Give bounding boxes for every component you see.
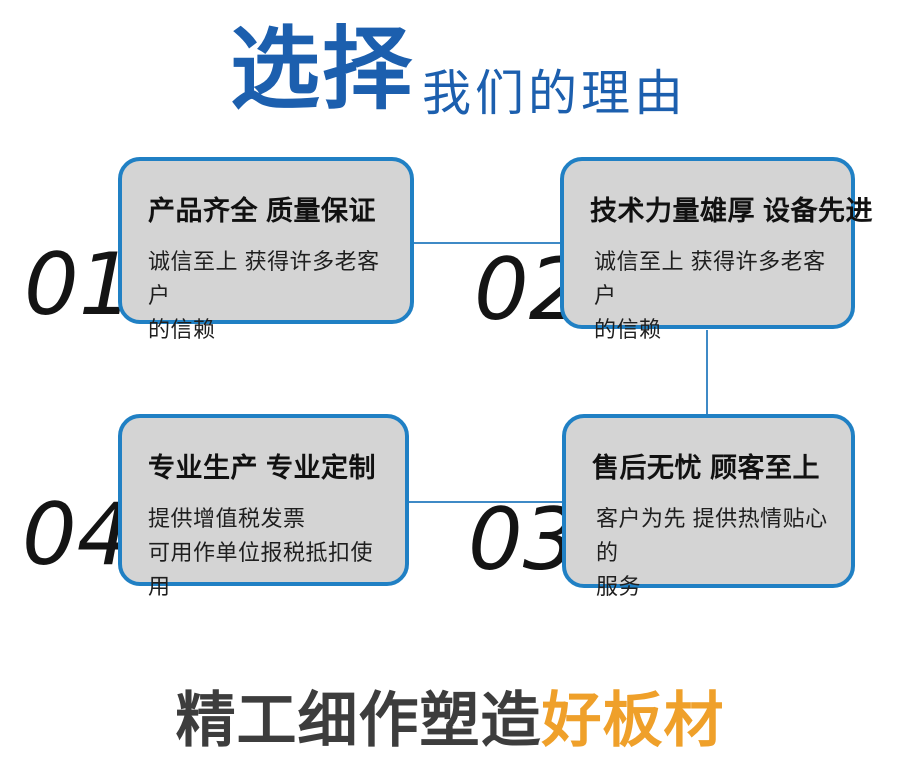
- reason-card-03: 售后无忧 顾客至上 客户为先 提供热情贴心的 服务: [562, 414, 855, 599]
- reason-card-02-title: 技术力量雄厚 设备先进: [590, 196, 874, 226]
- reason-card-01: 产品齐全 质量保证 诚信至上 获得许多老客户 的信赖: [118, 157, 414, 342]
- reason-card-03-title: 售后无忧 顾客至上: [592, 453, 821, 483]
- page-title-suffix: 我们的理由: [422, 67, 688, 121]
- reason-card-02-desc: 诚信至上 获得许多老客户 的信赖: [594, 249, 826, 343]
- connector-card2-card3: [706, 330, 708, 416]
- reason-card-04-desc: 提供增值税发票 可用作单位报税抵扣使用: [148, 506, 374, 600]
- reason-card-01-title: 产品齐全 质量保证: [148, 196, 377, 226]
- step-number-01: 01: [24, 235, 134, 335]
- page-title-emphasis: 选择: [230, 20, 414, 120]
- reason-card-04: 专业生产 专业定制 提供增值税发票 可用作单位报税抵扣使用: [118, 414, 409, 599]
- reason-card-03-desc: 客户为先 提供热情贴心的 服务: [596, 506, 828, 600]
- reason-card-04-title: 专业生产 专业定制: [148, 453, 377, 483]
- bottom-tagline: 精工细作塑造好板材: [0, 672, 900, 757]
- connector-card4-card3: [408, 501, 562, 503]
- reason-card-01-desc: 诚信至上 获得许多老客户 的信赖: [148, 249, 380, 343]
- page-header: 选择 我们的理由: [0, 0, 900, 140]
- step-number-03: 03: [468, 490, 578, 590]
- connector-card1-card2: [413, 242, 560, 244]
- reason-card-02: 技术力量雄厚 设备先进 诚信至上 获得许多老客户 的信赖: [560, 157, 874, 342]
- step-number-04: 04: [22, 485, 132, 585]
- tagline-prefix: 精工细作塑造: [175, 687, 542, 754]
- tagline-accent: 好板材: [541, 687, 725, 754]
